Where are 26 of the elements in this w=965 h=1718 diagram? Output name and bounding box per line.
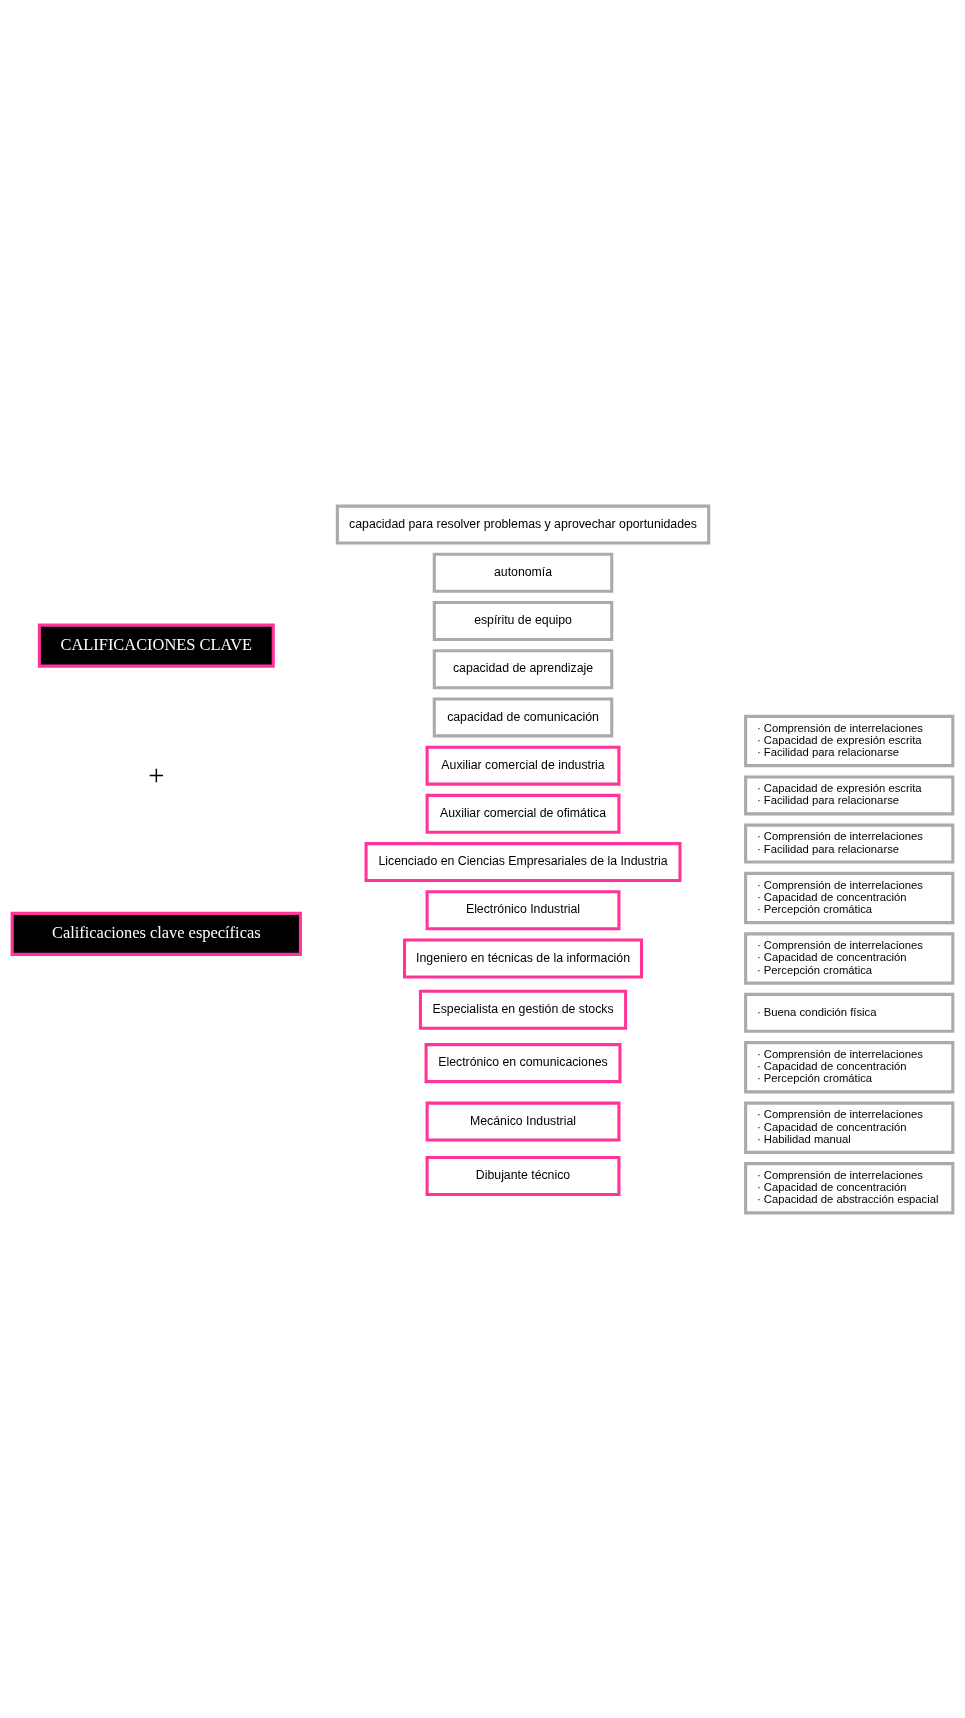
node-box: · Comprensión de interrelaciones · Capacidad de concentración · Percepción cromática <box>744 871 955 924</box>
node-box: Mecánico Industrial <box>425 1101 621 1142</box>
node-box: CALIFICACIONES CLAVE <box>37 623 275 668</box>
node-box: capacidad para resolver problemas y aprovechar oportunidades <box>335 504 711 545</box>
node-box: Electrónico Industrial <box>425 889 621 930</box>
node-box: capacidad de aprendizaje <box>432 648 614 689</box>
node-box: Licenciado en Ciencias Empresariales de la Industria <box>364 841 682 882</box>
node-box: · Comprensión de interrelaciones · Capacidad de concentración · Percepción cromática <box>744 931 955 985</box>
node-box: · Buena condición física <box>744 992 955 1033</box>
node-box: · Capacidad de expresión escrita · Facilidad para relacionarse <box>744 774 955 815</box>
node-box: autonomía <box>432 552 614 593</box>
node-box: Auxiliar comercial de ofimática <box>425 793 621 834</box>
node-box: · Comprensión de interrelaciones · Facilidad para relacionarse <box>744 823 955 864</box>
node-box: Calificaciones clave específicas <box>10 911 302 956</box>
node-box: Auxiliar comercial de industria <box>425 745 621 786</box>
node-box: · Comprensión de interrelaciones · Capacidad de expresión escrita · Facilidad para relacionarse <box>744 714 955 767</box>
node-box: · Comprensión de interrelaciones · Capacidad de concentración · Capacidad de abstracción espacial <box>744 1161 955 1214</box>
node-box: Especialista en gestión de stocks <box>418 989 628 1030</box>
node-box: · Comprensión de interrelaciones · Capacidad de concentración · Habilidad manual <box>744 1101 955 1154</box>
node-box: Dibujante técnico <box>425 1155 621 1196</box>
node-box: espíritu de equipo <box>432 600 614 641</box>
node-box: Ingeniero en técnicas de la información <box>403 938 644 978</box>
node-box: capacidad de comunicación <box>432 696 614 737</box>
node-box: Electrónico en comunicaciones <box>424 1042 622 1083</box>
node-box: · Comprensión de interrelaciones · Capacidad de concentración · Percepción cromática <box>744 1040 955 1093</box>
label: + <box>148 758 165 791</box>
